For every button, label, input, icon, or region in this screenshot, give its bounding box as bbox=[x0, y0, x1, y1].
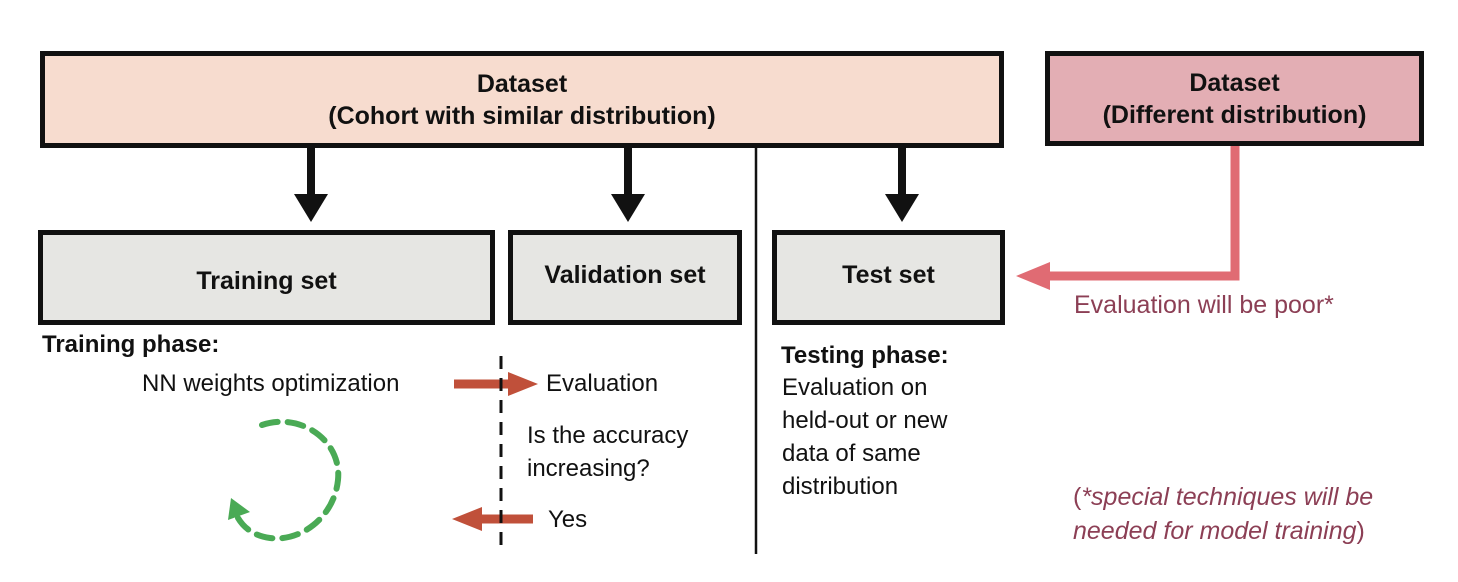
arrow-to-validation-set bbox=[611, 147, 645, 222]
dataset-diff-subtitle: (Different distribution) bbox=[1102, 100, 1367, 129]
accuracy-question: Is the accuracy increasing? bbox=[527, 419, 688, 485]
dataset-main-title: Dataset bbox=[476, 69, 568, 98]
validation-set-label: Validation set bbox=[544, 260, 706, 289]
testing-phase-description: Evaluation on held-out or new data of sa… bbox=[782, 371, 947, 503]
footnote-open-paren: ( bbox=[1073, 483, 1082, 511]
loop-icon bbox=[228, 418, 342, 542]
accuracy-question-line2: increasing? bbox=[527, 455, 650, 482]
yes-label: Yes bbox=[548, 506, 588, 533]
test-set-label: Test set bbox=[842, 260, 935, 289]
arrow-different-to-test-set bbox=[1016, 146, 1240, 290]
footnote-close-paren: ) bbox=[1356, 517, 1365, 545]
arrow-to-training-set bbox=[294, 147, 328, 222]
testing-desc-line: Evaluation on bbox=[782, 374, 928, 401]
testing-phase-heading: Testing phase: bbox=[781, 342, 949, 369]
nn-weights-label: NN weights optimization bbox=[142, 370, 400, 397]
testing-desc-line: held-out or new bbox=[782, 407, 948, 434]
accuracy-question-line1: Is the accuracy bbox=[527, 422, 689, 449]
footnote-line1: *special techniques will be bbox=[1081, 483, 1374, 511]
arrow-yes-back bbox=[452, 507, 533, 531]
dataset-similar-distribution-box: Dataset (Cohort with similar distributio… bbox=[40, 51, 1004, 148]
testing-desc-line: distribution bbox=[782, 473, 899, 500]
special-techniques-footnote: (*special techniques will be needed for … bbox=[1073, 480, 1373, 548]
testing-desc-line: data of same bbox=[782, 440, 921, 467]
training-phase-heading: Training phase: bbox=[42, 331, 220, 358]
arrow-nn-to-evaluation bbox=[454, 372, 538, 396]
training-set-label: Training set bbox=[196, 266, 337, 295]
evaluation-label: Evaluation bbox=[546, 370, 659, 397]
training-set-box: Training set bbox=[38, 230, 495, 325]
evaluation-poor-label: Evaluation will be poor* bbox=[1074, 291, 1334, 319]
test-set-box: Test set bbox=[772, 230, 1005, 325]
dataset-main-subtitle: (Cohort with similar distribution) bbox=[328, 101, 716, 130]
dataset-diff-title: Dataset bbox=[1189, 68, 1280, 97]
dataset-different-distribution-box: Dataset (Different distribution) bbox=[1045, 51, 1424, 146]
arrow-to-test-set bbox=[885, 147, 919, 222]
footnote-line2: needed for model training bbox=[1073, 517, 1357, 545]
validation-set-box: Validation set bbox=[508, 230, 742, 325]
